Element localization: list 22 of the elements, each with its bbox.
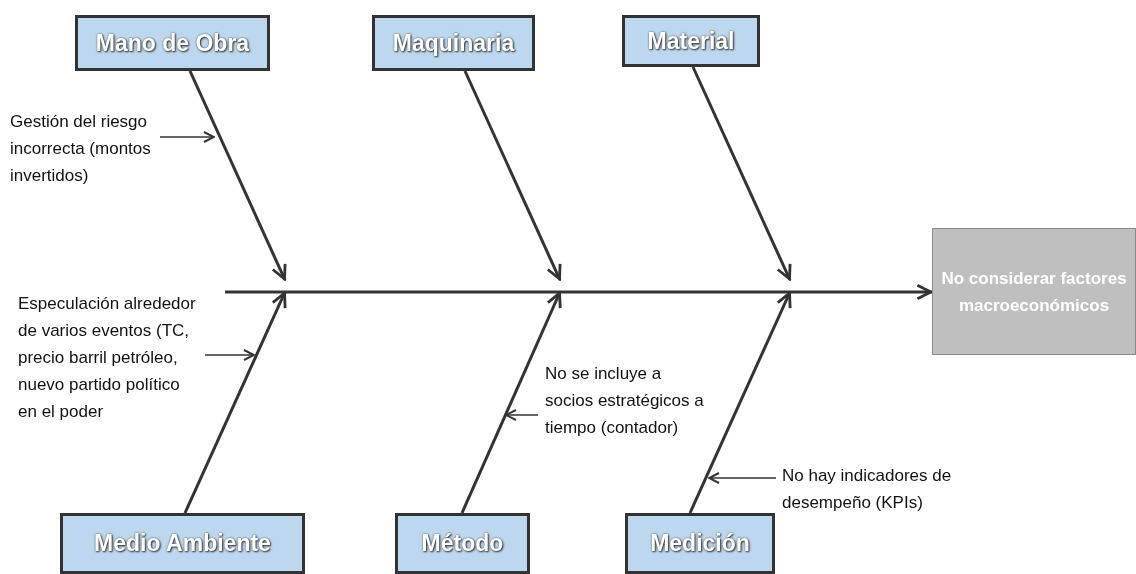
effect-box: No considerar factores macroeconómicos <box>932 228 1136 355</box>
category-box: Mano de Obra <box>75 15 270 71</box>
category-box: Material <box>622 15 760 67</box>
cause-text: Gestión del riesgo incorrecta (montos invertidos) <box>10 108 160 189</box>
category-box: Medio Ambiente <box>60 513 305 574</box>
arrow <box>688 291 792 514</box>
arrow <box>204 349 255 361</box>
arrow <box>463 70 562 281</box>
cause-text: Especulación alrededor de varios eventos (TC, precio barril petróleo, nuevo partido político en el poder <box>18 290 196 425</box>
arrow <box>183 291 287 514</box>
arrow <box>708 472 777 484</box>
category-box: Medición <box>625 513 775 574</box>
arrow <box>460 291 562 514</box>
category-box: Maquinaria <box>372 15 535 71</box>
arrow <box>225 283 933 301</box>
arrow <box>691 66 792 281</box>
category-box: Método <box>395 513 530 574</box>
arrow <box>505 409 539 421</box>
arrow <box>188 70 287 281</box>
arrow <box>159 131 215 143</box>
cause-text: No se incluye a socios estratégicos a tiempo (contador) <box>545 360 707 441</box>
cause-text: No hay indicadores de desempeño (KPIs) <box>782 462 954 516</box>
